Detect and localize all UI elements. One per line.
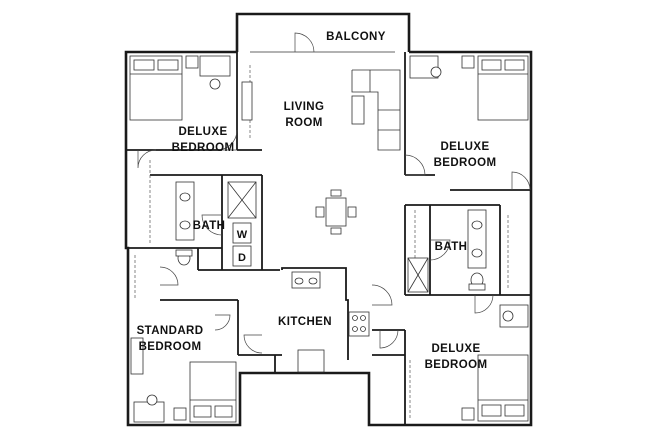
desk-chair-nw [199,55,231,90]
deluxe-bedroom-se-label-line1: DELUXE [431,343,480,355]
nightstand-nw [185,55,199,69]
bed-se [477,354,529,422]
washer: W [232,222,252,244]
desk-chair-se [499,304,529,328]
desk-chair-ne [409,55,442,79]
toilet-east [468,272,486,291]
deluxe-bedroom-se-label-line2: BEDROOM [425,359,488,371]
sofa [351,69,401,151]
bed-sw [189,361,237,423]
dresser-sw [130,337,144,375]
coffee-table [351,95,365,125]
dryer: D [232,245,252,267]
shower-east [407,257,429,293]
living-room-label-line1: LIVING [284,101,325,113]
deluxe-bedroom-ne-label-line2: BEDROOM [434,157,497,169]
deluxe-bedroom-nw-label-line2: BEDROOM [172,142,235,154]
tv-stand [241,81,253,121]
desk-chair-sw [133,394,165,423]
stove [348,311,370,337]
shower-west [227,181,257,219]
bath-east-label: BATH [435,241,468,253]
refrigerator [297,349,325,373]
vanity-east [467,209,487,269]
nightstand-sw [173,407,187,421]
interior-walls [126,52,531,425]
dining-table [315,189,357,235]
bed-ne [477,55,529,121]
washer-label: W [237,229,248,241]
vanity-west [175,181,195,241]
deluxe-bedroom-ne-label-line1: DELUXE [440,141,489,153]
dryer-label: D [238,252,246,264]
standard-bedroom-label-line1: STANDARD [137,325,204,337]
balcony-label: BALCONY [326,31,386,43]
standard-bedroom-label-line2: BEDROOM [139,341,202,353]
door-swings [137,32,531,354]
toilet-west [175,249,193,266]
kitchen-sink [291,271,321,289]
bed-nw [129,55,183,121]
room-labels: BALCONY LIVING ROOM DELUXE BEDROOM DELUX… [137,31,497,371]
nightstand-se [461,407,475,421]
kitchen-label: KITCHEN [278,316,332,328]
bath-west-label: BATH [193,220,226,232]
living-room-label-line2: ROOM [285,117,322,129]
deluxe-bedroom-nw-label-line1: DELUXE [178,126,227,138]
exterior-walls [124,12,533,427]
nightstand-ne [461,55,475,69]
